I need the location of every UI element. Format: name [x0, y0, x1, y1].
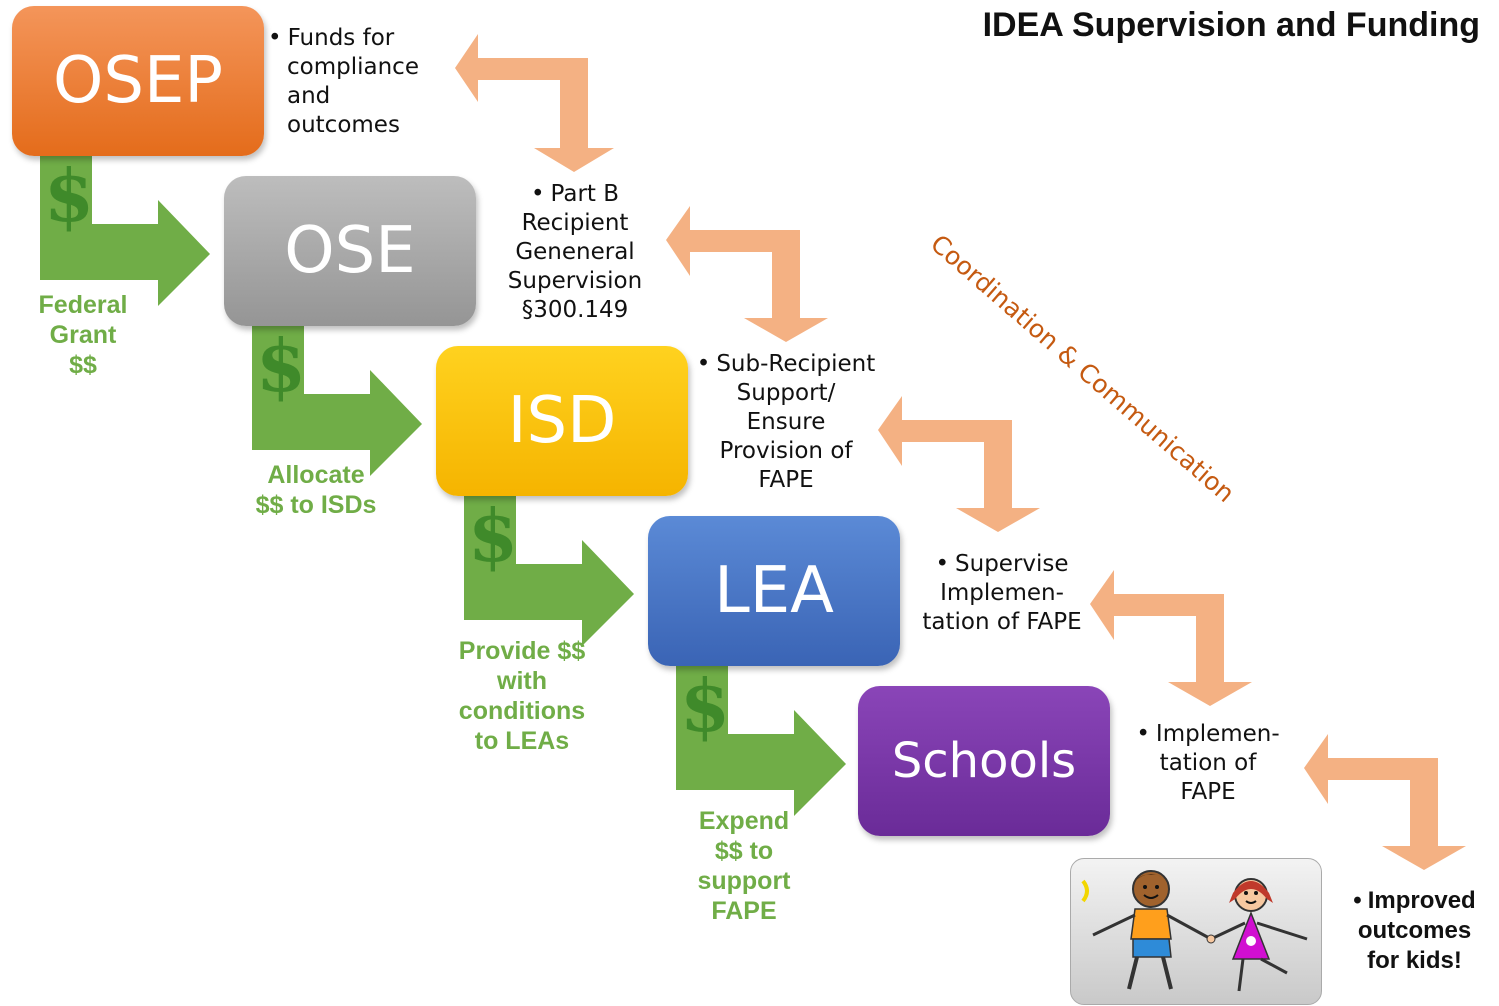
final-line: for kids!	[1367, 947, 1462, 974]
schools-box: Schools	[858, 686, 1110, 836]
bullet: •	[1353, 887, 1362, 914]
label-provide: Provide $$ with conditions to LEAs	[432, 636, 612, 756]
note-osep: •Funds for compliance and outcomes	[268, 24, 448, 140]
bullet: •	[935, 551, 950, 577]
note-line: FAPE	[758, 467, 814, 493]
money-line: to LEAs	[474, 727, 570, 755]
isd-box: ISD	[436, 346, 688, 496]
money-line: $$ to	[714, 837, 774, 865]
note-line: Funds for	[287, 25, 395, 51]
kids-illustration	[1070, 858, 1322, 1005]
dollar-icon-2: $	[256, 323, 307, 408]
dollar-icon-1: $	[44, 153, 95, 238]
money-line: Federal	[38, 291, 128, 319]
money-line: FAPE	[711, 897, 777, 925]
note-line: and	[287, 83, 331, 109]
note-line: Part B	[550, 181, 620, 207]
money-line: with	[497, 667, 547, 695]
money-line: Provide $$	[458, 637, 586, 665]
label-allocate: Allocate $$ to ISDs	[226, 460, 406, 520]
bullet: •	[696, 351, 711, 377]
money-line: $$ to ISDs	[255, 491, 377, 519]
note-line: FAPE	[1180, 779, 1236, 805]
note-line: Recipient	[521, 210, 629, 236]
note-line: compliance	[287, 54, 419, 80]
money-line: Allocate	[267, 461, 365, 489]
note-line: tation of	[1159, 750, 1257, 776]
bullet: •	[1136, 721, 1150, 747]
feedback-arrow-1	[455, 34, 614, 172]
ose-box: OSE	[224, 176, 476, 326]
feedback-arrow-4	[1090, 570, 1252, 706]
final-line: outcomes	[1357, 917, 1472, 944]
feedback-arrow-2	[666, 206, 828, 342]
final-outcome: •Improved outcomes for kids!	[1332, 886, 1497, 976]
note-schools: •Implemen- tation of FAPE	[1118, 720, 1298, 807]
feedback-arrow-5	[1304, 734, 1466, 870]
note-line: §300.149	[521, 297, 629, 323]
note-line: Provision of	[719, 438, 853, 464]
note-lea: •Supervise Implemen- tation of FAPE	[904, 550, 1100, 637]
osep-box: OSEP	[12, 6, 264, 156]
final-line: Improved	[1367, 887, 1476, 914]
note-ose: •Part B Recipient Geneneral Supervision …	[490, 180, 660, 325]
note-line: Supervision	[507, 268, 643, 294]
funding-arrow-isd-lea	[464, 490, 634, 646]
ose-label: OSE	[284, 214, 416, 288]
lea-box: LEA	[648, 516, 900, 666]
money-line: $$	[69, 351, 97, 379]
dollar-icon-4: $	[680, 663, 731, 748]
label-federal-grant: Federal Grant $$	[10, 290, 156, 380]
funding-arrow-lea-schools	[676, 660, 846, 816]
orange-arrows	[455, 34, 1466, 870]
note-line: Sub-Recipient	[716, 351, 876, 377]
note-line: Supervise	[955, 551, 1069, 577]
note-line: tation of FAPE	[922, 609, 1082, 635]
money-line: support	[697, 867, 791, 895]
note-line: Implemen-	[940, 580, 1064, 606]
note-line: Support/	[736, 380, 836, 406]
osep-label: OSEP	[52, 44, 224, 118]
isd-label: ISD	[507, 384, 617, 458]
note-line: Geneneral	[515, 239, 635, 265]
lea-label: LEA	[714, 554, 834, 628]
note-line: Implemen-	[1155, 721, 1280, 747]
note-line: Ensure	[746, 409, 826, 435]
label-expend: Expend $$ to support FAPE	[664, 806, 824, 926]
dollar-icon-3: $	[468, 493, 519, 578]
note-isd: •Sub-Recipient Support/ Ensure Provision…	[686, 350, 886, 495]
funding-arrow-osep-ose	[40, 150, 210, 306]
note-line: outcomes	[287, 112, 400, 138]
diagram-title: IDEA Supervision and Funding	[982, 6, 1480, 44]
green-arrows	[40, 150, 846, 816]
kids-icon	[1081, 870, 1308, 992]
schools-label: Schools	[891, 733, 1077, 789]
money-line: conditions	[458, 697, 586, 725]
money-line: Grant	[49, 321, 117, 349]
feedback-arrow-3	[878, 396, 1040, 532]
money-line: Expend	[698, 807, 790, 835]
funding-arrow-ose-isd	[252, 320, 422, 476]
bullet: •	[268, 25, 282, 51]
bullet: •	[530, 181, 545, 207]
